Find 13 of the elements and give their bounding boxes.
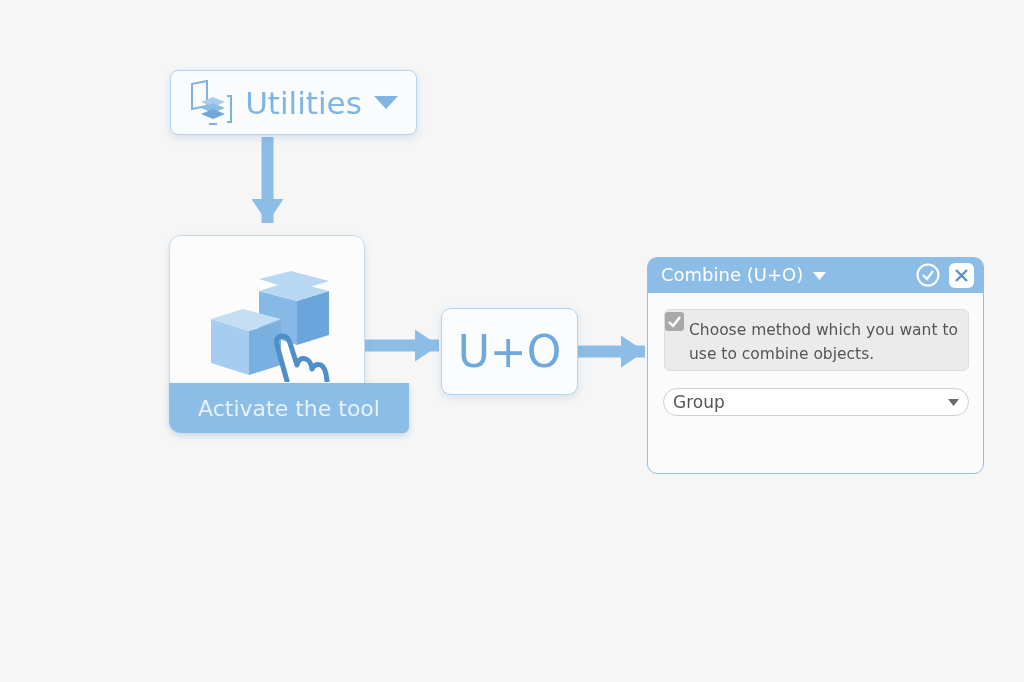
dialog-panel xyxy=(647,257,984,474)
tool-caption: Activate the tool xyxy=(169,383,409,433)
dialog-title: Combine (U+O) xyxy=(661,264,804,285)
arrow xyxy=(251,137,284,223)
menu-label: Utilities xyxy=(245,84,362,121)
select-value: Group xyxy=(673,392,725,412)
option-row xyxy=(664,309,969,371)
option-description: Choose method which you want to use to combine objects. xyxy=(689,320,959,365)
dropdown-select xyxy=(663,388,969,416)
shortcut-key-box: U+O xyxy=(441,308,578,395)
arrow xyxy=(365,329,439,362)
arrow xyxy=(578,335,645,368)
dropdown-menu-button xyxy=(170,70,417,135)
